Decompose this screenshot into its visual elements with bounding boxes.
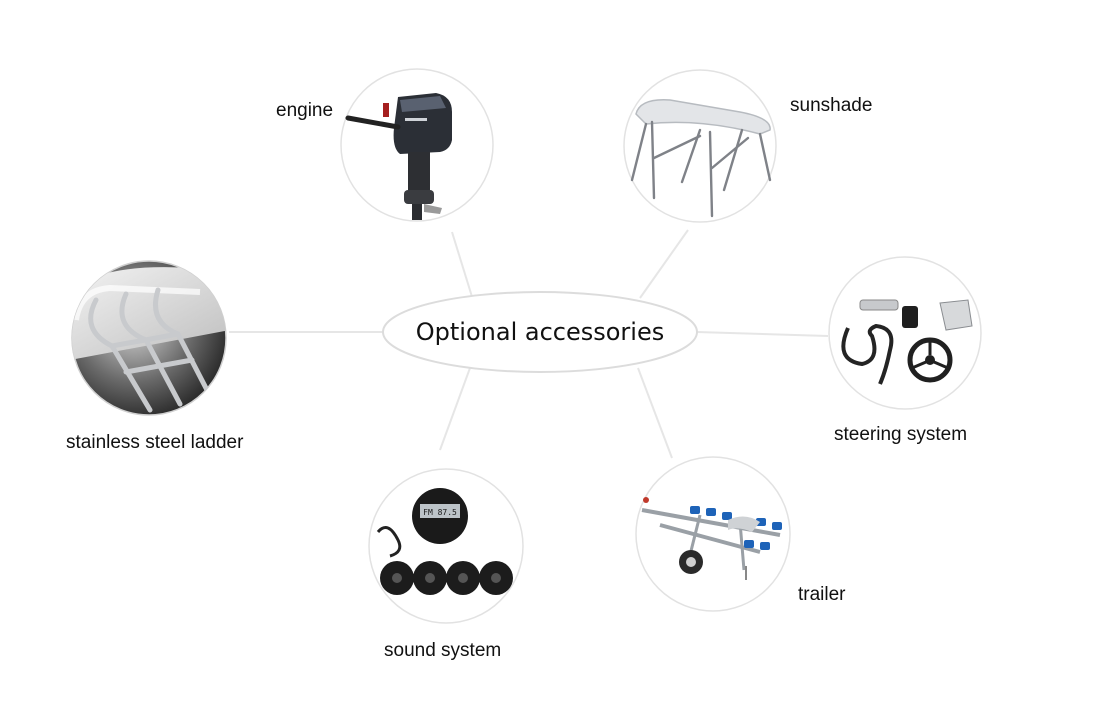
steering-system-circle	[828, 256, 982, 410]
steering-system-icon	[841, 299, 973, 385]
connector-steering	[696, 331, 829, 337]
sunshade-circle	[623, 69, 777, 223]
outboard-engine-icon	[345, 93, 452, 220]
steering-system-node[interactable]	[828, 256, 982, 410]
connector-sound	[439, 367, 471, 451]
connector-sunshade	[639, 229, 689, 299]
accessory-label-steering-system: steering system	[834, 424, 968, 445]
accessory-label-trailer: trailer	[798, 584, 846, 605]
center-ellipse	[382, 291, 698, 373]
bimini-top-icon	[630, 99, 772, 218]
boat-trailer-icon	[641, 497, 782, 580]
trailer-circle	[635, 456, 791, 612]
center-title: Optional accessories	[415, 318, 665, 346]
accessory-label-stainless-steel-ladder: stainless steel ladder	[66, 432, 244, 453]
sound-system-icon: FM 87.5	[376, 488, 513, 595]
accessory-label-engine: engine	[276, 100, 334, 121]
ladder-node[interactable]	[60, 260, 230, 416]
speaker-icons	[380, 561, 513, 595]
trailer-node[interactable]	[635, 456, 791, 612]
accessory-label-sound-system: sound system	[384, 640, 502, 661]
stainless-steel-ladder-icon	[72, 267, 226, 413]
sunshade-node[interactable]	[623, 69, 777, 223]
connector-engine	[451, 231, 474, 301]
engine-node[interactable]	[340, 68, 494, 222]
accessory-label-sunshade: sunshade	[790, 95, 873, 116]
sound-system-node[interactable]: FM 87.5	[368, 468, 524, 624]
radio-display: FM 87.5	[423, 508, 457, 517]
connector-lines	[229, 229, 829, 459]
connector-trailer	[637, 367, 673, 459]
